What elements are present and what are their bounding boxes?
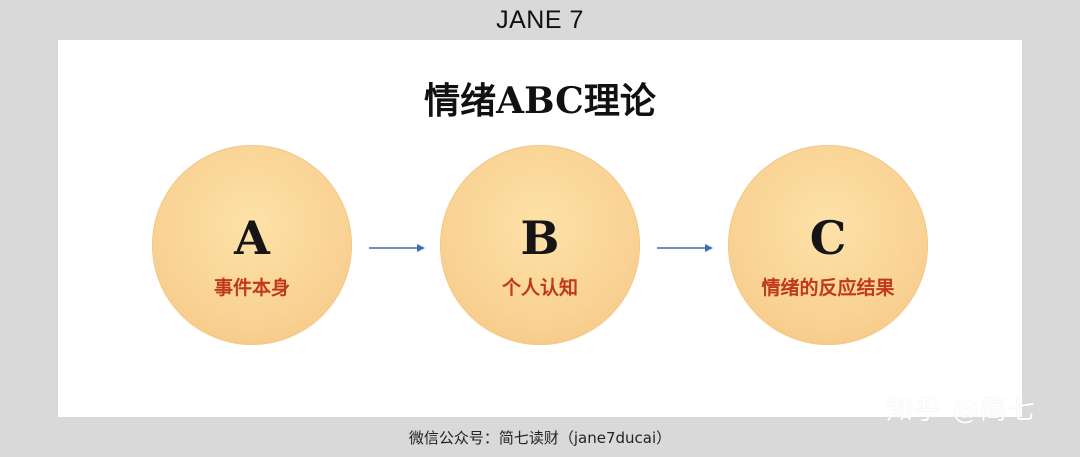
arrow-icon-a-to-b [369, 244, 425, 252]
diagram-title: 情绪ABC理论 [424, 80, 656, 122]
node-c-circle: C 情绪的反应结果 [728, 145, 928, 345]
node-b-circle: B 个人认知 [440, 145, 640, 345]
slide-panel: 情绪ABC理论 A 事件本身 B 个人认知 C 情绪的反应结果 [58, 40, 1022, 417]
zhihu-watermark: 知乎 @简七 [886, 395, 1036, 426]
node-a-letter: A [234, 211, 270, 265]
node-c-label: 情绪的反应结果 [761, 277, 895, 299]
arrow-icon-b-to-c [657, 244, 713, 252]
header-title: JANE 7 [496, 6, 584, 34]
node-a-circle: A 事件本身 [152, 145, 352, 345]
node-a-label: 事件本身 [213, 277, 290, 299]
node-b-label: 个人认知 [501, 277, 578, 299]
node-b-letter: B [520, 211, 560, 265]
footer-caption: 微信公众号：简七读财（jane7ducai） [408, 429, 672, 447]
node-c-letter: C [809, 211, 847, 265]
